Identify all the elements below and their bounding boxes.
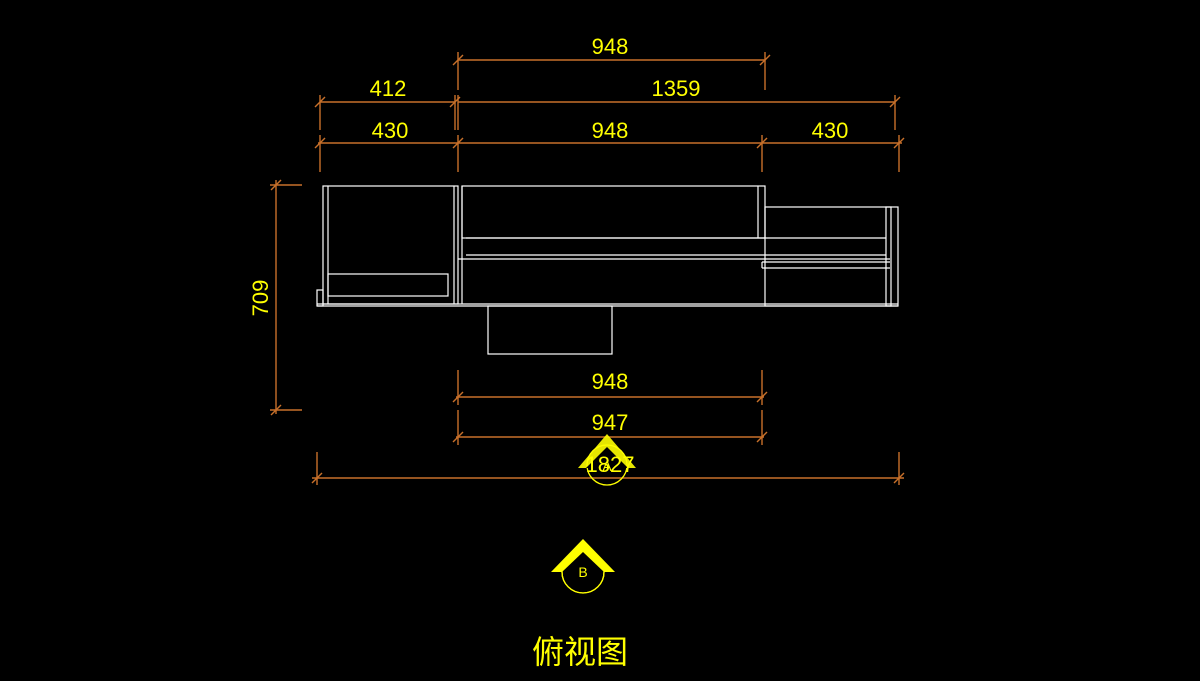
dim-412-line — [314, 95, 461, 130]
dim-1359-line — [457, 95, 901, 130]
dim-bottom-947: 947 — [592, 410, 629, 435]
pedestal-outline — [487, 305, 613, 355]
view-direction-marker-icon — [551, 539, 615, 594]
dim-row3-430-left: 430 — [372, 118, 409, 143]
view-marker-b: B — [551, 539, 615, 594]
dim-top-948-line — [452, 52, 771, 90]
dim-bottom-948: 948 — [592, 369, 629, 394]
dim-709: 709 — [248, 280, 273, 317]
dim-412: 412 — [370, 76, 407, 101]
view-marker-a: A — [578, 434, 636, 486]
dim-overall-line — [311, 452, 905, 485]
dim-1359: 1359 — [652, 76, 701, 101]
furniture-outline — [316, 185, 899, 355]
drawing-title: 俯视图 — [532, 633, 628, 671]
dim-overall: 1827 — [586, 452, 635, 477]
dim-row3-line — [314, 135, 905, 172]
view-marker-a-label: A — [602, 458, 612, 474]
left-drawer-outline — [327, 273, 449, 297]
view-direction-marker-icon — [578, 434, 636, 486]
dim-bottom-947-line — [452, 410, 768, 445]
view-marker-b-label: B — [578, 564, 587, 580]
dim-row3-948: 948 — [592, 118, 629, 143]
dim-row3-430-right: 430 — [812, 118, 849, 143]
dim-bottom-948-line — [452, 370, 768, 405]
dim-top-948: 948 — [592, 34, 629, 59]
dimension-labels: 948 412 1359 430 948 430 709 948 947 182… — [248, 34, 848, 477]
dim-709-line — [270, 179, 302, 416]
dimension-lines — [270, 52, 905, 485]
